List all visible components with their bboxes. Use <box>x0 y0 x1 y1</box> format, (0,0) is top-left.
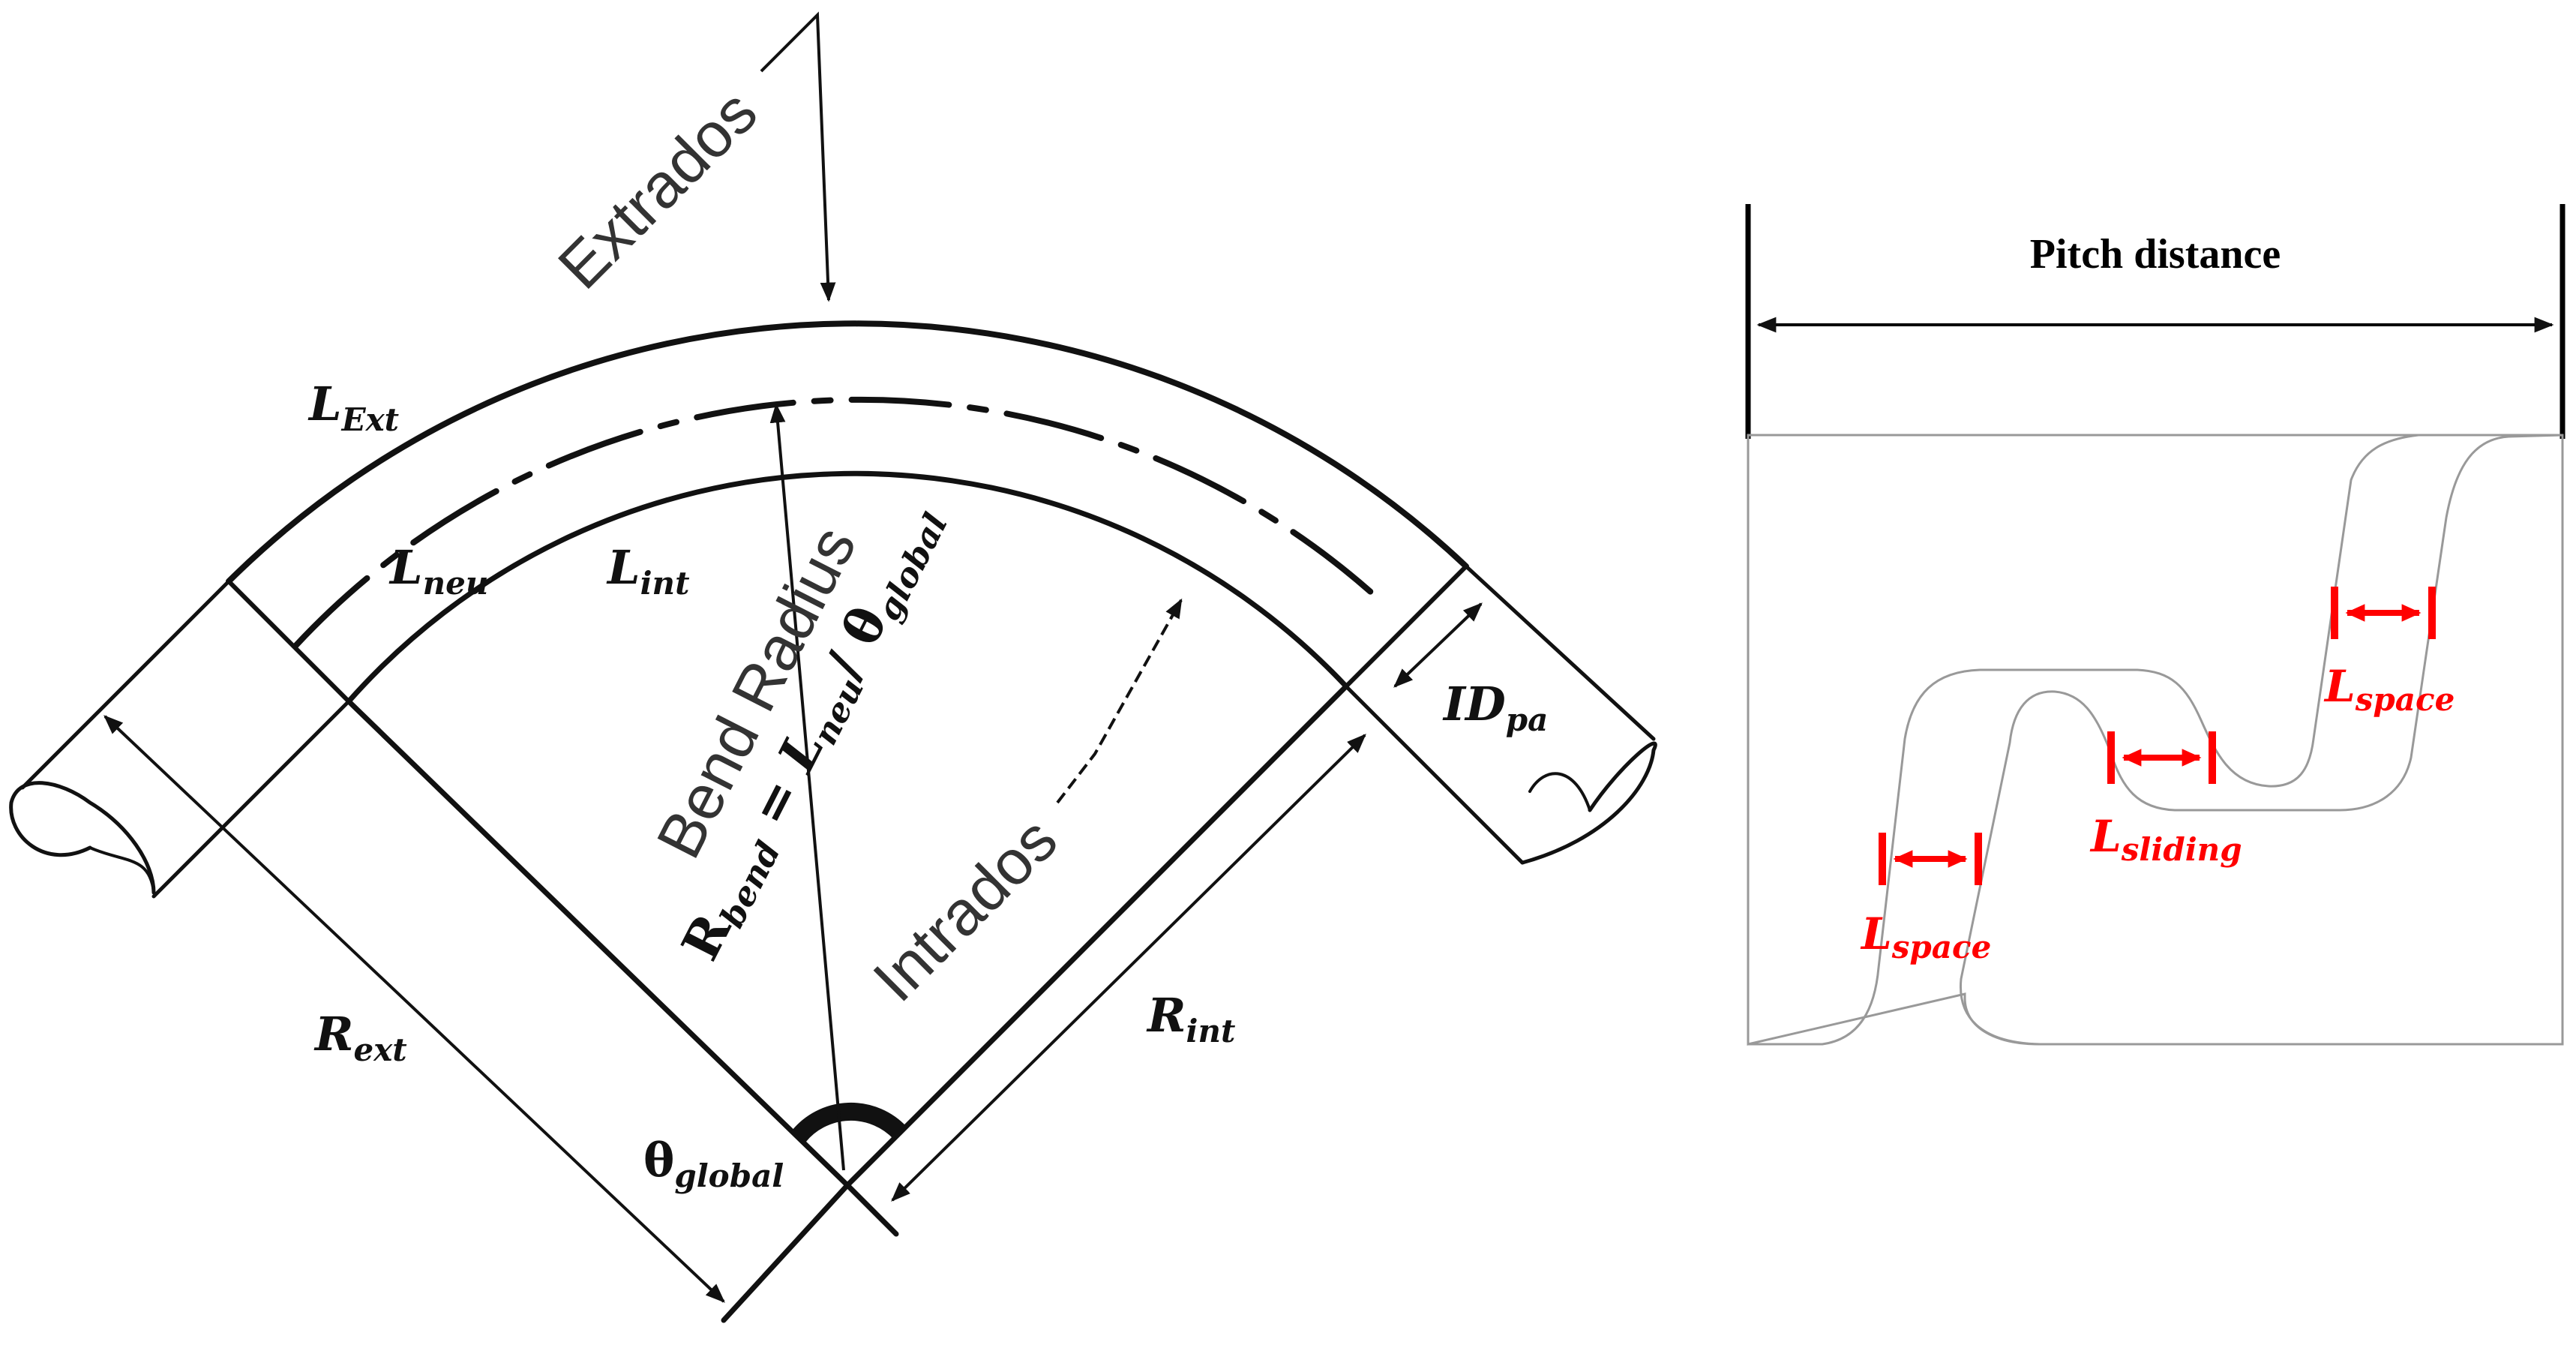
left-arrows <box>103 11 1483 1303</box>
l-space-bottom-dim <box>1879 833 1982 885</box>
intrados-label: Intrados <box>859 804 1070 1015</box>
bend-radius-arrow <box>769 403 845 1171</box>
pitch-distance-label: Pitch distance <box>2030 231 2281 278</box>
bent-pipe <box>9 320 1657 1323</box>
l-space-top-dim <box>2331 587 2436 639</box>
intrados-arc <box>346 470 1349 704</box>
extrados-label: Extrados <box>544 77 770 302</box>
extrados-arc <box>226 320 1469 584</box>
r-ext-dimension <box>103 715 725 1303</box>
r-int-label: Rint <box>1146 988 1235 1049</box>
id-pa-dimension <box>1393 602 1483 688</box>
l-sliding-dim <box>2107 731 2216 784</box>
l-space-top-label: Lspace <box>2323 661 2455 718</box>
theta-global-label: θglobal <box>643 1133 784 1194</box>
pitch-diagram: Pitch distance Lspace Lsliding Lspace <box>1745 204 2566 1046</box>
l-ext-label: LExt <box>307 377 399 438</box>
left-pipe-end <box>9 781 156 895</box>
l-int-label: Lint <box>606 540 690 602</box>
intrados-pointer <box>1056 598 1183 804</box>
l-neu-label: Lneu <box>388 540 488 602</box>
l-space-bottom-label: Lspace <box>1860 908 1991 965</box>
right-pipe-end <box>1520 741 1657 865</box>
left-cut-line <box>226 579 351 704</box>
id-pa-label: IDpa <box>1442 677 1548 738</box>
r-ext-label: Rext <box>313 1007 407 1068</box>
l-sliding-label: Lsliding <box>2089 811 2242 868</box>
left-labels: Extrados Bend Radius Intrados Rbend = Ln… <box>307 77 1548 1194</box>
theta-global-arc <box>791 1102 907 1142</box>
r-int-dimension <box>891 734 1366 1202</box>
extrados-pointer <box>760 11 836 302</box>
neutral-axis-arc <box>293 396 1383 648</box>
